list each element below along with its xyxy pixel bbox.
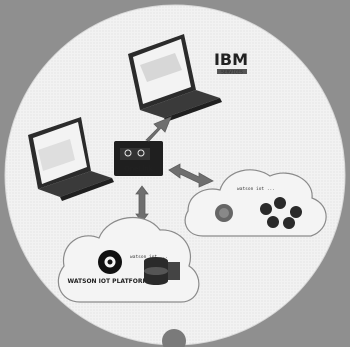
center-device: OneLink [114, 141, 163, 176]
watson-platform-label: WATSON IOT PLATFORM [68, 278, 149, 285]
bottom-small-circle [162, 329, 186, 347]
top-laptop [128, 34, 222, 122]
bottom-cloud-caption: watson iot ... [130, 254, 168, 260]
ibm-logo-text: IBM [214, 50, 248, 69]
center-device-label: OneLink [124, 165, 154, 173]
ibm-logo-bar [217, 69, 247, 74]
database-icon [144, 257, 180, 285]
right-cloud-caption: watson iot ... [237, 186, 275, 192]
bottom-cloud: WATSON IOT PLATFORM watson iot ... [57, 216, 200, 303]
right-cloud: watson iot ... [184, 169, 327, 237]
ibm-logo: IBM SERVICES [214, 50, 248, 76]
arrow-horizontal [168, 163, 214, 188]
left-laptop [28, 117, 114, 201]
ibm-logo-subtext: SERVICES [221, 70, 243, 76]
arrow-up-right [145, 116, 172, 142]
watson-logo [98, 250, 122, 274]
right-cloud-icon-cluster [215, 197, 302, 229]
arrow-vertical [135, 185, 149, 223]
